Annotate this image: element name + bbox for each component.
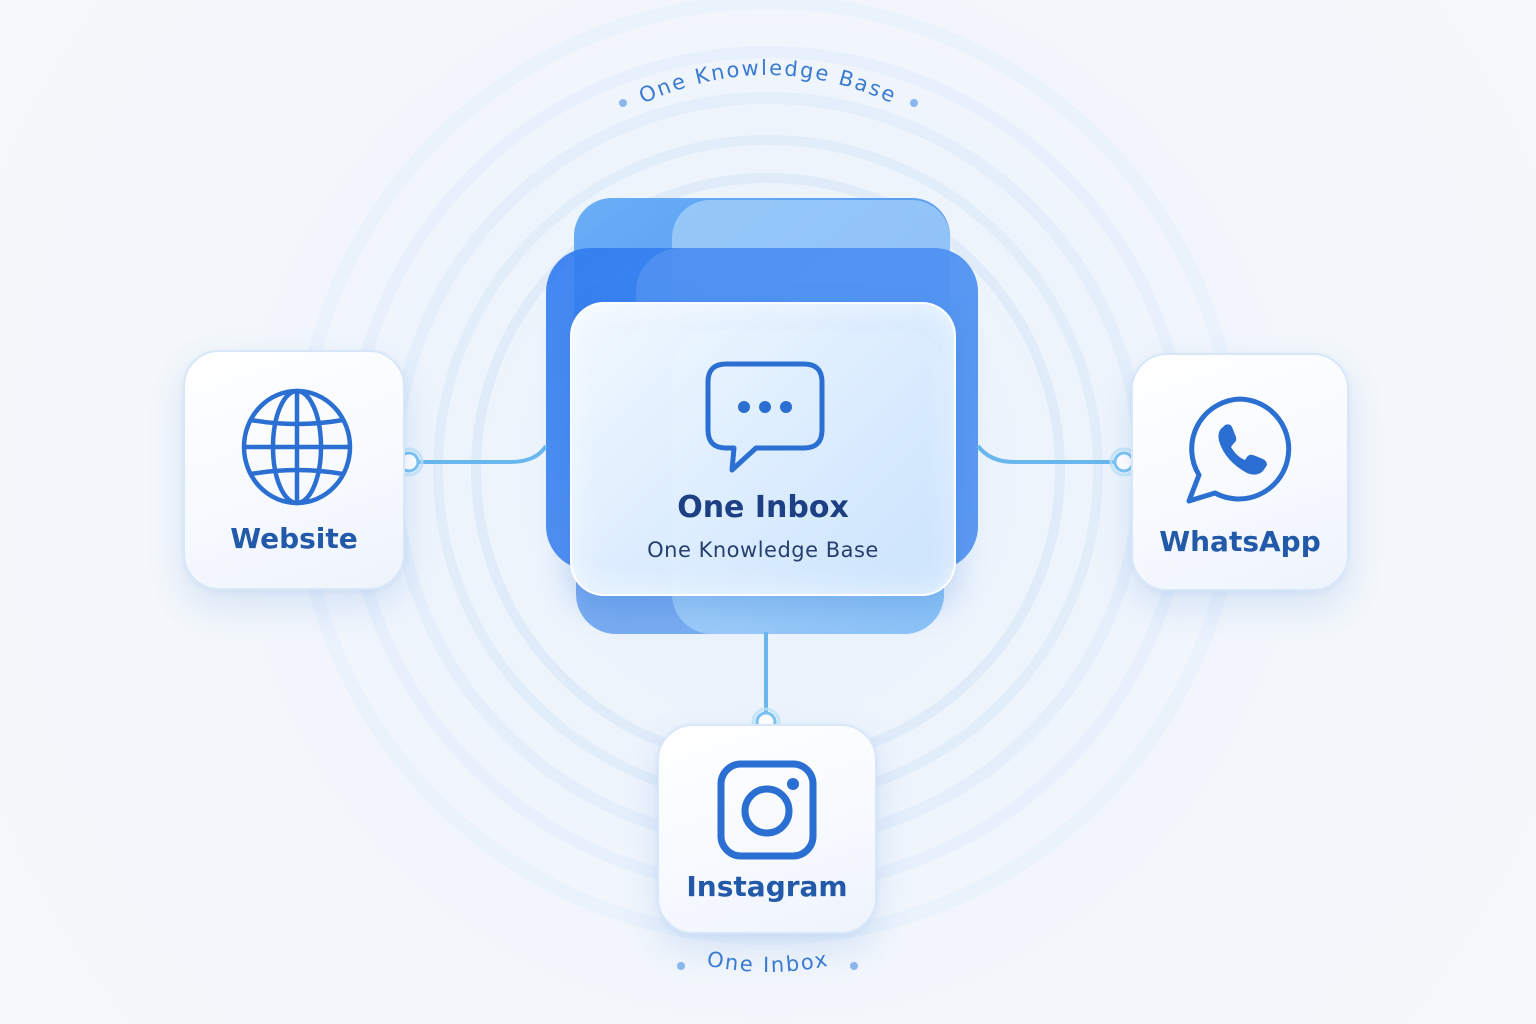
globe-icon bbox=[241, 388, 353, 506]
center-title: One Inbox bbox=[677, 490, 849, 525]
arc-dot bbox=[677, 962, 685, 970]
connector-website bbox=[410, 444, 548, 464]
center-subtitle: One Knowledge Base bbox=[647, 538, 879, 562]
connector-whatsapp bbox=[976, 444, 1124, 464]
channel-instagram[interactable]: Instagram bbox=[657, 724, 877, 934]
instagram-icon bbox=[717, 760, 817, 860]
channel-label-instagram: Instagram bbox=[686, 870, 848, 903]
chat-bubble-icon bbox=[705, 361, 825, 473]
whatsapp-icon bbox=[1186, 396, 1292, 504]
center-card: One Inbox One Knowledge Base bbox=[570, 302, 956, 596]
arc-dot bbox=[910, 99, 918, 107]
arc-dot bbox=[850, 962, 858, 970]
channel-label-whatsapp: WhatsApp bbox=[1159, 525, 1321, 558]
bottom-arc-label: One Inbox bbox=[705, 947, 831, 977]
arc-dot bbox=[619, 99, 627, 107]
channel-label-website: Website bbox=[230, 522, 358, 555]
channel-whatsapp[interactable]: WhatsApp bbox=[1131, 353, 1349, 591]
channel-website[interactable]: Website bbox=[183, 350, 405, 590]
